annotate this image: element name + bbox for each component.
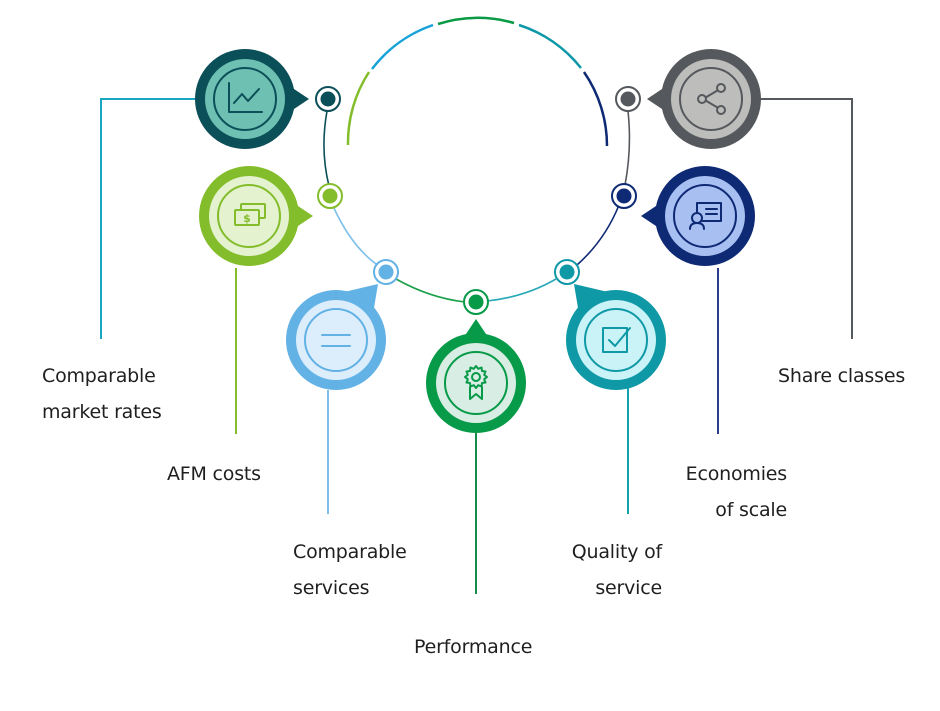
label-line: Comparable [42, 365, 156, 387]
node-bubble-comparable-services [286, 284, 386, 390]
label-performance: Performance [414, 629, 532, 665]
label-afm-costs: AFM costs [167, 456, 261, 492]
node-dot-quality-of-service [554, 259, 580, 285]
line-chart-icon [228, 82, 263, 113]
top-arc-segment-teal [518, 23, 582, 69]
node-bubble-market-rates [195, 49, 309, 149]
award-ribbon-icon [464, 365, 488, 400]
label-line: of scale [715, 499, 787, 521]
label-line: Comparable [293, 541, 407, 563]
leader-market-rates [100, 98, 196, 339]
node-dot-comparable-services [373, 259, 399, 285]
node-bubble-performance [426, 319, 526, 433]
node-dot-economies-of-scale [611, 183, 637, 209]
node-dot-performance [463, 289, 489, 315]
node-bubble-share-classes [647, 49, 761, 149]
top-arc-segment-navy [582, 71, 609, 147]
node-bubble-afm-costs: $ [199, 166, 313, 266]
node-dot-market-rates [315, 86, 341, 112]
top-arc-segment-green [346, 71, 371, 146]
connector-afm-services [332, 205, 380, 267]
label-line: services [293, 577, 370, 599]
label-share-classes: Share classes [778, 358, 905, 394]
leader-share-classes [760, 98, 853, 339]
connector-economies-share [624, 110, 631, 186]
label-line: Economies [685, 463, 788, 485]
top-arc-segment-blue [371, 23, 434, 70]
label-line: AFM costs [167, 463, 261, 485]
connector-performance-quality [486, 278, 557, 302]
label-line: Performance [414, 636, 533, 658]
connector-arc [323, 110, 631, 303]
node-dots [315, 86, 641, 315]
label-quality-of-service: Quality of service [572, 534, 662, 606]
checkbox-icon [602, 327, 631, 353]
leader-lines [100, 98, 853, 594]
connector-services-performance [395, 278, 466, 303]
node-bubble-quality-of-service [566, 284, 666, 390]
label-line: service [595, 577, 662, 599]
node-dot-afm-costs [317, 183, 343, 209]
label-line: market rates [42, 401, 162, 423]
label-comparable-services: Comparable services [293, 534, 407, 606]
top-arc-segment-darkgreen [437, 16, 515, 26]
node-dot-share-classes [615, 86, 641, 112]
connector-market-afm [323, 110, 330, 187]
label-economies-of-scale: Economies of scale [685, 456, 788, 528]
label-comparable-market-rates: Comparable market rates [42, 358, 162, 430]
share-icon [697, 83, 726, 115]
money-icon: $ [234, 203, 266, 226]
connector-quality-economies [576, 204, 620, 266]
label-line: Share classes [778, 365, 906, 387]
equals-icon [321, 334, 351, 347]
node-bubbles: $ [195, 49, 761, 433]
label-line: Quality of [571, 541, 662, 563]
node-bubble-economies-of-scale [641, 166, 755, 266]
id-card-icon [689, 202, 722, 230]
top-arc [346, 16, 609, 147]
svg-text:$: $ [243, 212, 251, 225]
